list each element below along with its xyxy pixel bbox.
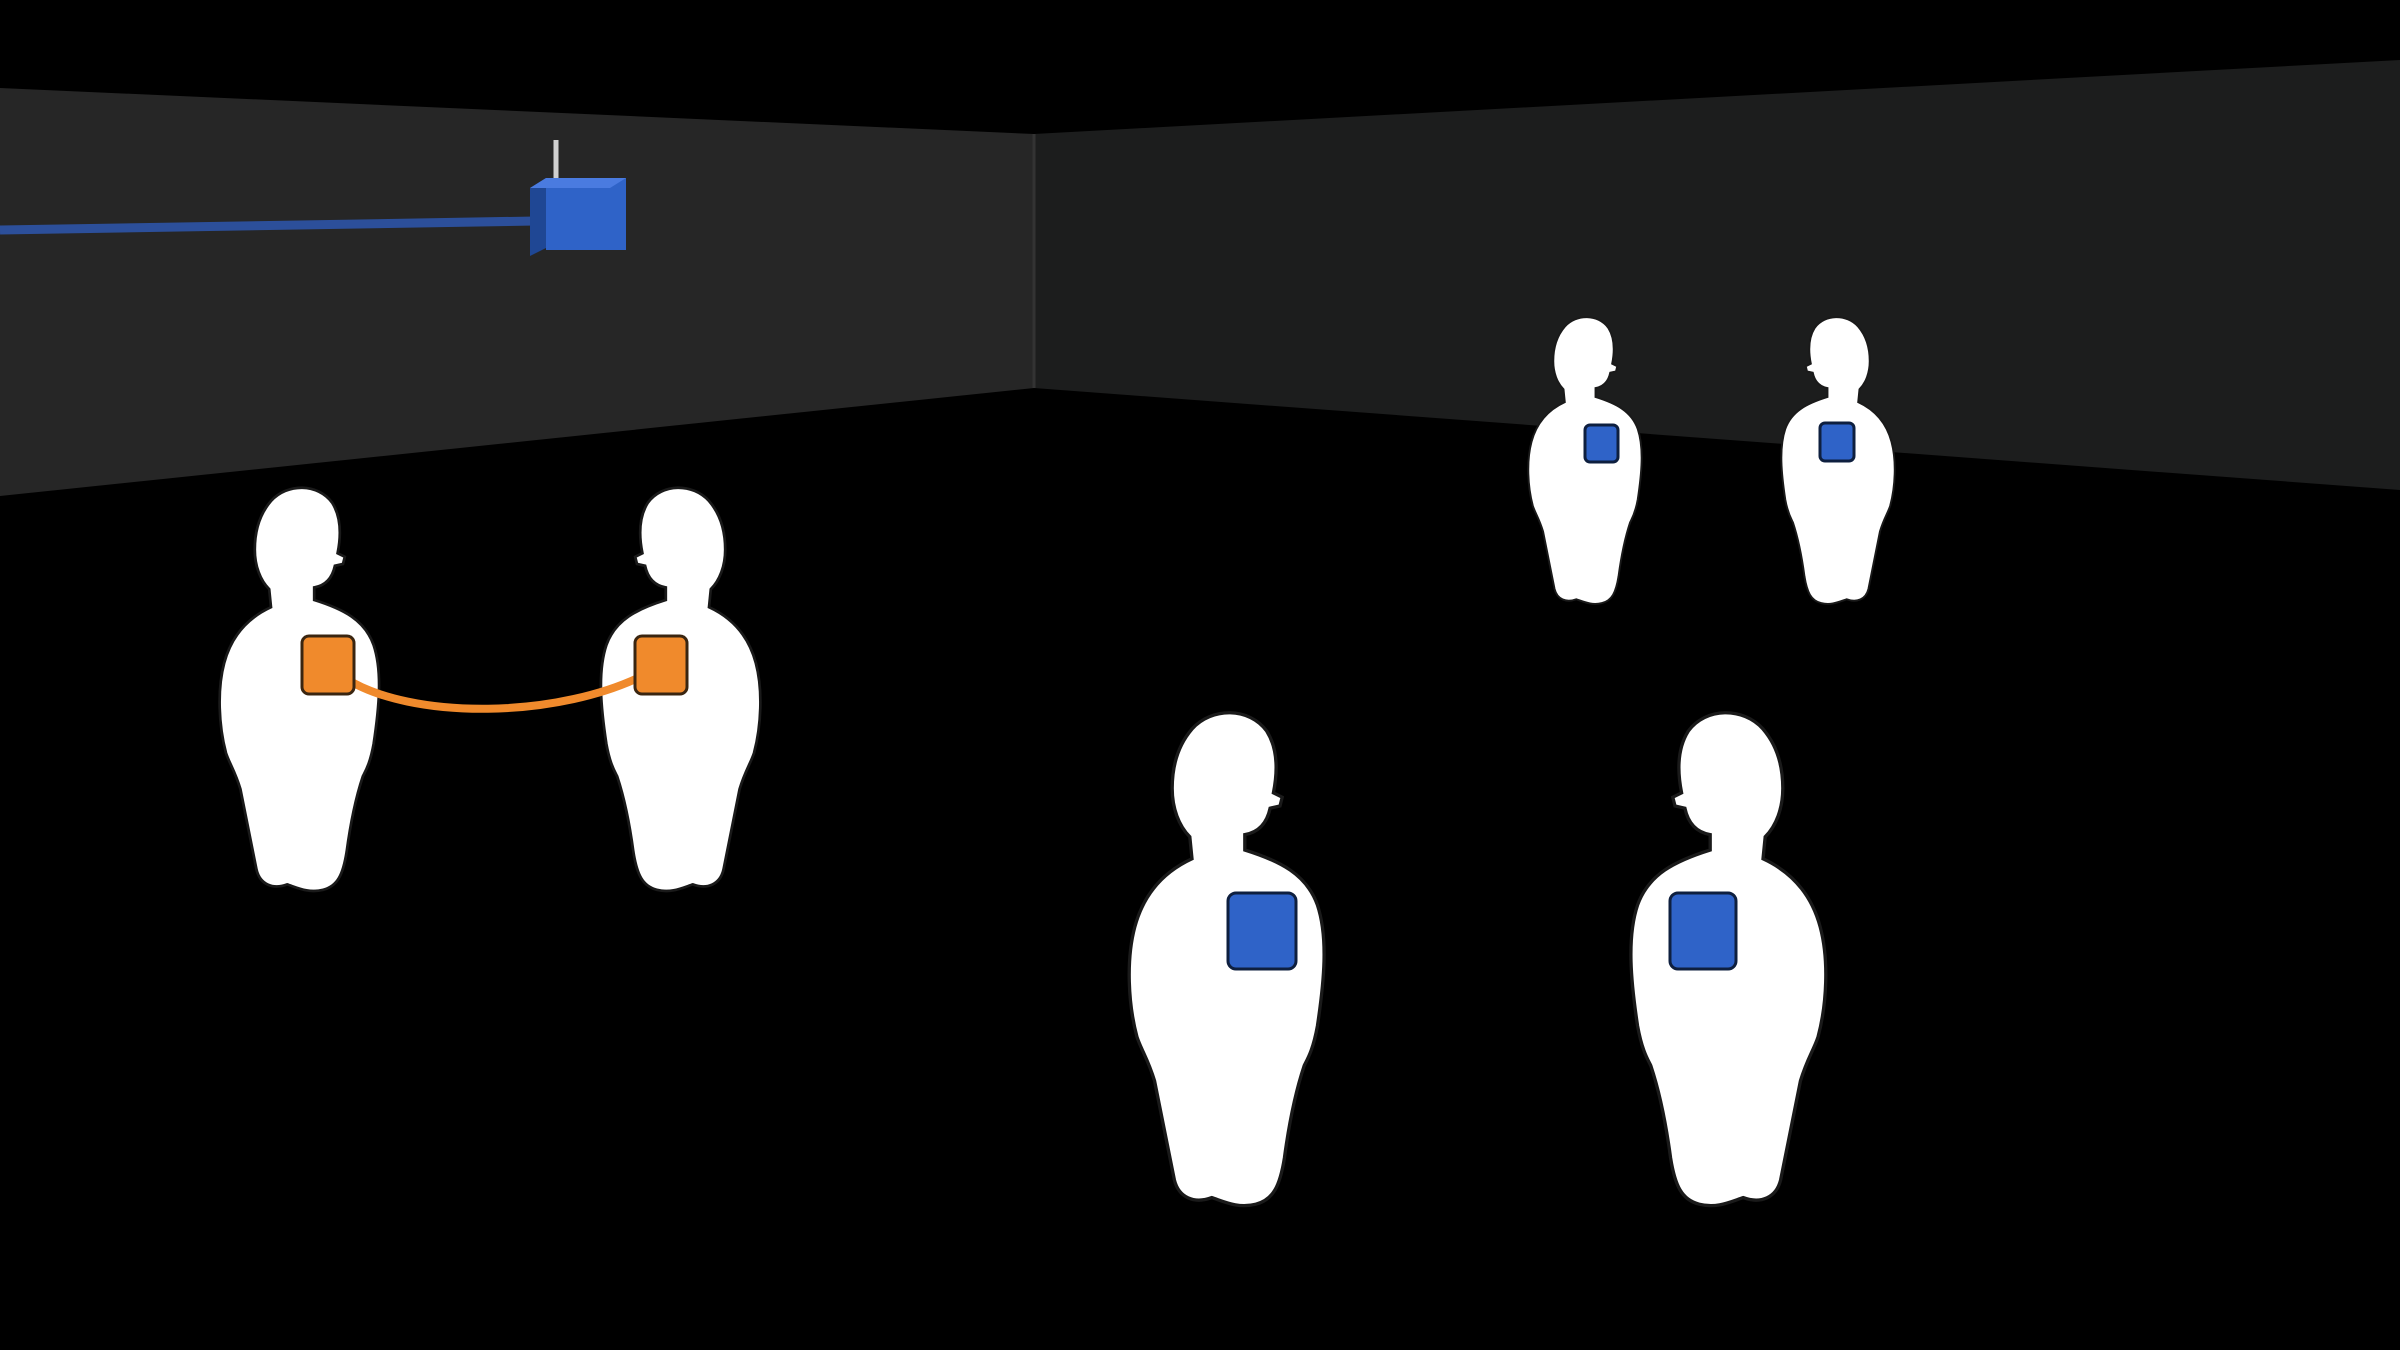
access-point-side (530, 178, 546, 256)
right-wall (1034, 60, 2400, 490)
chest-device-icon (1668, 891, 1738, 971)
chest-device-icon (1818, 421, 1856, 463)
wireless-front-pair (1127, 710, 1828, 1208)
wireless-back-pair (1527, 316, 1896, 605)
wireless-access-point-icon (530, 140, 626, 256)
chest-device-icon (300, 634, 356, 696)
network-cable (0, 216, 536, 235)
left-wall (0, 88, 1034, 496)
chest-device-icon (1583, 423, 1620, 464)
access-point-front (546, 178, 626, 250)
chest-device-icon (633, 634, 689, 696)
wired-pair (218, 486, 762, 893)
chest-device-icon (1226, 891, 1298, 971)
access-point-top (530, 178, 626, 188)
wired-link (341, 668, 654, 713)
